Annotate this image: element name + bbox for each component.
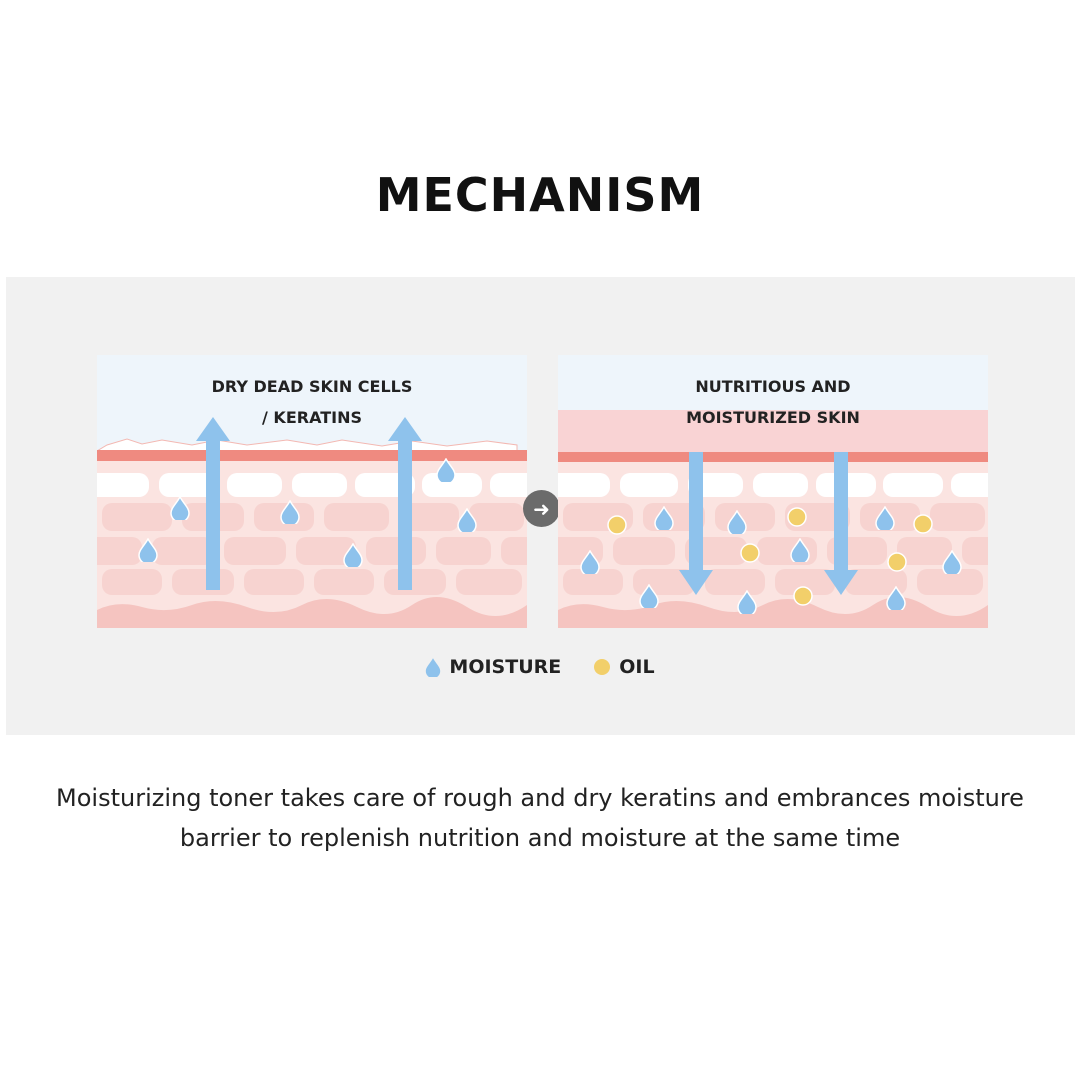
downward-moisture-arrow — [824, 452, 858, 595]
panel-label-line1: DRY DEAD SKIN CELLS — [211, 377, 413, 396]
panel-label-line2: / KERATINS — [262, 408, 362, 427]
legend-oil-label: OIL — [619, 656, 655, 678]
upward-moisture-arrow — [196, 417, 230, 590]
panel-label-line1: NUTRITIOUS AND — [695, 377, 851, 396]
legend-oil: OIL — [593, 656, 655, 678]
description-line2: barrier to replenish nutrition and moist… — [179, 824, 901, 852]
before-skin-panel: DRY DEAD SKIN CELLS / KERATINS — [97, 355, 527, 628]
page-title: MECHANISM — [375, 168, 705, 222]
legend-moisture: MOISTURE — [425, 656, 561, 678]
oil-dot-icon — [594, 659, 611, 675]
legend-moisture-label: MOISTURE — [449, 656, 562, 678]
upward-moisture-arrow — [388, 417, 422, 590]
moisturized-skin-illustration — [558, 355, 988, 628]
downward-moisture-arrow — [679, 452, 713, 595]
description-line1: Moisturizing toner takes care of rough a… — [56, 784, 1024, 812]
moisture-drop-icon — [426, 658, 441, 677]
after-skin-panel: NUTRITIOUS AND MOISTURIZED SKIN — [558, 355, 988, 628]
panel-label-line2: MOISTURIZED SKIN — [686, 408, 860, 427]
description: Moisturizing toner takes care of rough a… — [0, 778, 1080, 858]
legend: MOISTURE OIL — [0, 656, 1080, 678]
arrow-right-icon: ➜ — [523, 490, 560, 527]
dry-skin-illustration — [97, 355, 527, 628]
oil-drops — [607, 507, 933, 606]
